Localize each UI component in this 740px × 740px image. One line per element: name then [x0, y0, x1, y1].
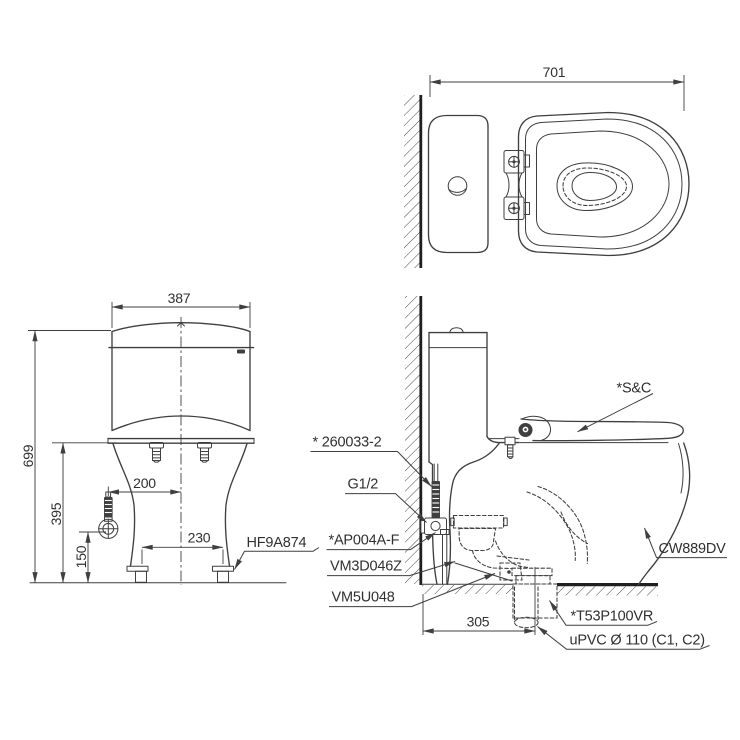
flush-button	[447, 176, 468, 196]
wall-hatch-top-view	[404, 95, 421, 268]
label-drain-pipe: uPVC Ø 110 (C1, C2)	[537, 626, 710, 650]
part-label-260033-2: * 260033-2	[313, 435, 382, 451]
label-seat: *S&C	[577, 381, 654, 433]
flush-valve-hidden	[450, 514, 553, 585]
side-view: 305 *S&C * 260033-2 G1/2 *AP004A-F VM3D0…	[310, 296, 727, 650]
part-label-vm5u048: VM5U048	[332, 590, 395, 606]
dim-701-label: 701	[543, 64, 566, 80]
floor-hatch-right	[557, 586, 658, 596]
brand-logo-mark	[237, 349, 245, 354]
dim-387-label: 387	[168, 290, 191, 306]
top-view: 701	[404, 64, 690, 268]
angle-valve-body	[424, 517, 447, 535]
tank-bolt-right	[197, 442, 212, 463]
bowl-skirt-line	[446, 442, 500, 585]
dim-rough-in: 305	[422, 594, 536, 635]
wall-hatch-side-view	[405, 296, 421, 584]
dim-rim-height: 395	[48, 442, 117, 584]
seat-side-view	[518, 415, 684, 444]
bowl-recess-outline	[556, 162, 634, 211]
dim-395-label: 395	[48, 502, 64, 525]
label-thread: G1/2	[345, 477, 427, 523]
dim-200-label: 200	[133, 475, 156, 491]
floor-hatch-left	[422, 585, 513, 594]
label-outlet-socket: *T53P100VR	[549, 600, 658, 626]
dim-699-label: 699	[20, 444, 36, 467]
part-label-t53p100vr: *T53P100VR	[571, 609, 654, 625]
foot-bolt-right	[217, 570, 229, 583]
front-view: 387	[20, 290, 320, 585]
cistern-top-view	[427, 114, 489, 254]
bowl-side-view	[637, 442, 691, 586]
part-label-upvc: uPVC Ø 110 (C1, C2)	[570, 633, 705, 649]
cistern-side-view	[428, 327, 520, 585]
pedestal-front-view	[112, 442, 248, 583]
dim-305-label: 305	[467, 614, 490, 630]
dim-230-label: 230	[188, 530, 211, 546]
bowl-front-edge	[637, 442, 691, 586]
part-label-vm3d046z: VM3D046Z	[330, 559, 402, 575]
part-label-cw889dv: CW889DV	[659, 541, 727, 557]
label-supply-fitting: * 260033-2	[310, 435, 432, 487]
part-label-g12: G1/2	[348, 477, 379, 493]
dim-bolt-spacing: 230	[141, 530, 224, 564]
dim-overall-width: 387	[111, 290, 251, 328]
dim-supply-height: 150	[73, 531, 106, 584]
dim-supply-offset: 200	[107, 475, 182, 496]
label-trap: VM5U048	[329, 573, 496, 608]
label-flush-valve: VM3D046Z	[327, 559, 456, 577]
outlet-flange	[511, 567, 553, 577]
part-label-ap004a-f: *AP004A-F	[329, 533, 400, 549]
label-foot-bolt: HF9A874	[234, 535, 320, 570]
label-model: CW889DV	[644, 527, 727, 559]
supply-assembly-side-view	[420, 463, 450, 585]
part-label-sc: *S&C	[617, 381, 652, 397]
label-angle-valve: *AP004A-F	[326, 532, 436, 551]
seat-lid-top-view	[517, 111, 690, 257]
bidet-nozzle	[504, 436, 516, 459]
foot-bolt-left	[135, 570, 147, 583]
supply-bolt	[431, 481, 440, 518]
part-label-hf9a874: HF9A874	[247, 535, 307, 551]
dim-overall-depth: 701	[429, 64, 685, 111]
dim-overall-height: 699	[20, 330, 111, 584]
lid-knob	[449, 327, 464, 334]
tank-bolt-left	[149, 442, 164, 463]
dim-150-label: 150	[73, 545, 89, 568]
supply-valve-front-view	[98, 491, 119, 539]
pipe-end	[513, 616, 539, 629]
seat-hinge-top-view	[503, 150, 530, 220]
drain-pipe-hidden	[512, 567, 558, 635]
trapway-hidden	[496, 485, 589, 565]
